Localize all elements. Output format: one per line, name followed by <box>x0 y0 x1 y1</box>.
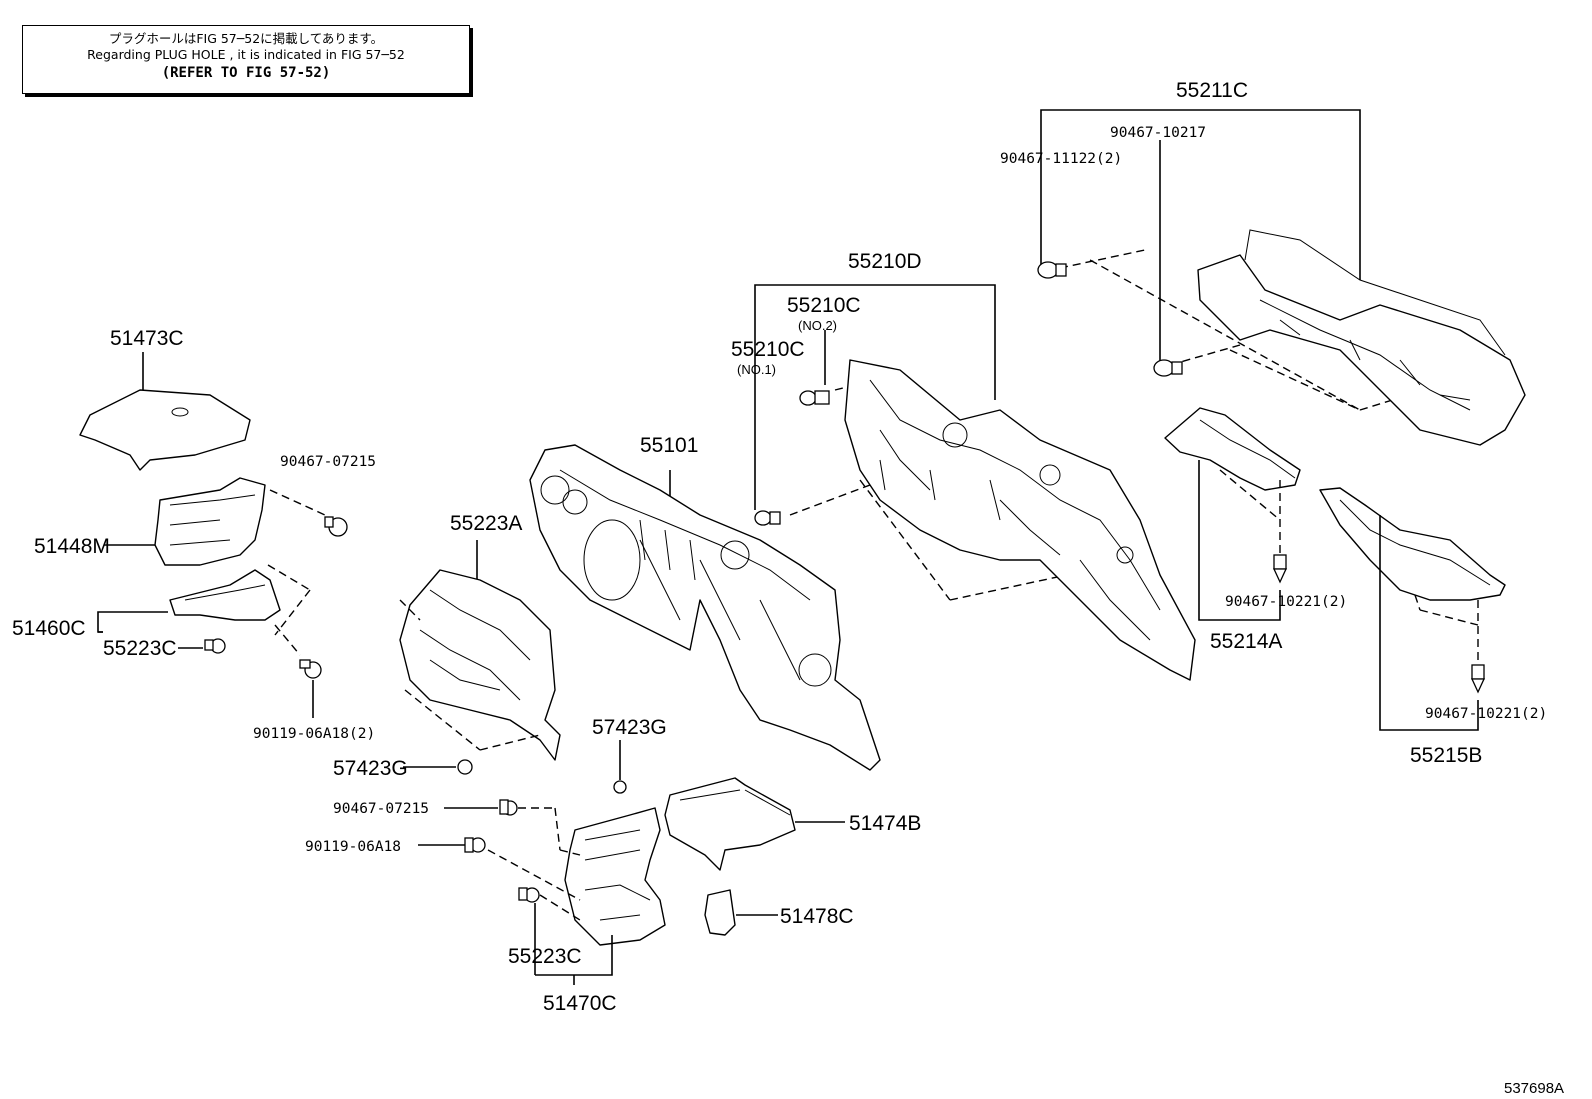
bolt-90119-06A18-2-icon <box>299 659 322 679</box>
part-55211C-shape <box>1197 254 1526 446</box>
label-51478C: 51478C <box>780 905 854 928</box>
clip-55210C-no1-icon <box>754 510 781 526</box>
part-51470C-shape <box>564 807 666 946</box>
label-57423G-a: 57423G <box>333 757 408 780</box>
group-51460C: 51460C 55223C 90119-06A18(2) <box>12 564 375 742</box>
group-51473C: 51473C <box>79 327 251 471</box>
part-51460C-shape <box>169 569 281 621</box>
label-51474B: 51474B <box>849 812 921 835</box>
part-51478C-shape <box>704 889 736 936</box>
label-55215B: 55215B <box>1410 744 1482 767</box>
leader-51470C <box>535 935 613 976</box>
illustration-id: 537698A <box>1504 1080 1564 1097</box>
leader-55210D <box>754 284 996 510</box>
label-55210D: 55210D <box>848 250 922 273</box>
label-55210C-no2: 55210C <box>787 294 861 317</box>
leader-51460C <box>97 611 168 633</box>
note-refer: (REFER TO FIG 57-52) <box>161 65 331 81</box>
clip-55223C-icon <box>204 638 226 654</box>
bolt-90467-07215-icon <box>324 516 348 537</box>
note-english: Regarding PLUG HOLE , it is indicated in… <box>87 47 405 62</box>
label-90467-07215-b: 90467-07215 <box>333 801 429 817</box>
group-57423G-a: 57423G <box>333 757 473 780</box>
label-90467-10217: 90467-10217 <box>1110 125 1206 141</box>
label-90467-10221-b: 90467-10221(2) <box>1425 706 1547 722</box>
label-55223A: 55223A <box>450 512 522 535</box>
label-no2: (NO.2) <box>798 318 837 333</box>
label-55223C-a: 55223C <box>103 637 177 660</box>
label-no1: (NO.1) <box>737 362 776 377</box>
label-51470C: 51470C <box>543 992 617 1015</box>
label-55211C: 55211C <box>1176 79 1248 102</box>
group-55101: 55101 <box>529 434 881 771</box>
grommet-57423G-b-icon <box>613 780 627 794</box>
label-90119-06A18: 90119-06A18 <box>305 839 401 855</box>
leader-55215B <box>1379 515 1479 731</box>
part-55101-shape <box>529 444 881 771</box>
part-55214A-shape <box>1164 407 1301 491</box>
group-55215B: 90467-10221(2) 55215B <box>1319 487 1547 767</box>
bolt-90467-07215-b-icon <box>499 799 518 816</box>
label-90467-07215-a: 90467-07215 <box>280 454 376 470</box>
group-51448M: 51448M 90467-07215 <box>34 454 376 566</box>
part-55215B-shape <box>1319 487 1506 601</box>
label-55101: 55101 <box>640 434 698 457</box>
group-55223A: 55223A <box>399 512 561 761</box>
clip-55210C-no2-icon <box>799 390 830 406</box>
clip-90467-10217-icon <box>1153 359 1183 377</box>
label-90467-10221-a: 90467-10221(2) <box>1225 594 1347 610</box>
group-55211C: 55211C 90467-10217 90467-11122(2) <box>1000 79 1526 446</box>
part-51473C-shape <box>79 389 251 471</box>
label-90119-06A18-2: 90119-06A18(2) <box>253 726 375 742</box>
label-55210C-no1: 55210C <box>731 338 805 361</box>
bolt-90119-06A18-icon <box>464 837 486 853</box>
clip-55223C-b-icon <box>518 887 540 903</box>
leader-55211C <box>1040 109 1361 280</box>
group-51478C: 51478C <box>704 889 854 936</box>
clip-90467-10221-b-icon <box>1470 664 1486 694</box>
label-51460C: 51460C <box>12 617 86 640</box>
leader-55214A <box>1198 460 1281 621</box>
label-51448M: 51448M <box>34 535 110 558</box>
part-51474B-shape <box>664 777 796 871</box>
label-57423G-b: 57423G <box>592 716 667 739</box>
clip-90467-11122-icon <box>1037 261 1067 279</box>
note-japanese: プラグホールはFIG 57─52に掲載してあります。 <box>108 31 384 46</box>
group-51474B: 51474B <box>664 777 921 871</box>
label-55223C-b: 55223C <box>508 945 582 968</box>
clip-90467-10221-a-icon <box>1272 554 1288 584</box>
group-55214A: 90467-10221(2) 55214A <box>1164 407 1347 653</box>
group-55210D: 55210D 55210C (NO.2) 55210C (NO.1) <box>731 250 1196 681</box>
label-90467-11122: 90467-11122(2) <box>1000 151 1122 167</box>
label-51473C: 51473C <box>110 327 184 350</box>
label-55214A: 55214A <box>1210 630 1282 653</box>
group-51470C: 57423G 90467-07215 90119-06A18 55223C 51… <box>305 716 667 1015</box>
reference-note: プラグホールはFIG 57─52に掲載してあります。 Regarding PLU… <box>22 25 470 94</box>
grommet-57423G-a-icon <box>457 759 473 775</box>
